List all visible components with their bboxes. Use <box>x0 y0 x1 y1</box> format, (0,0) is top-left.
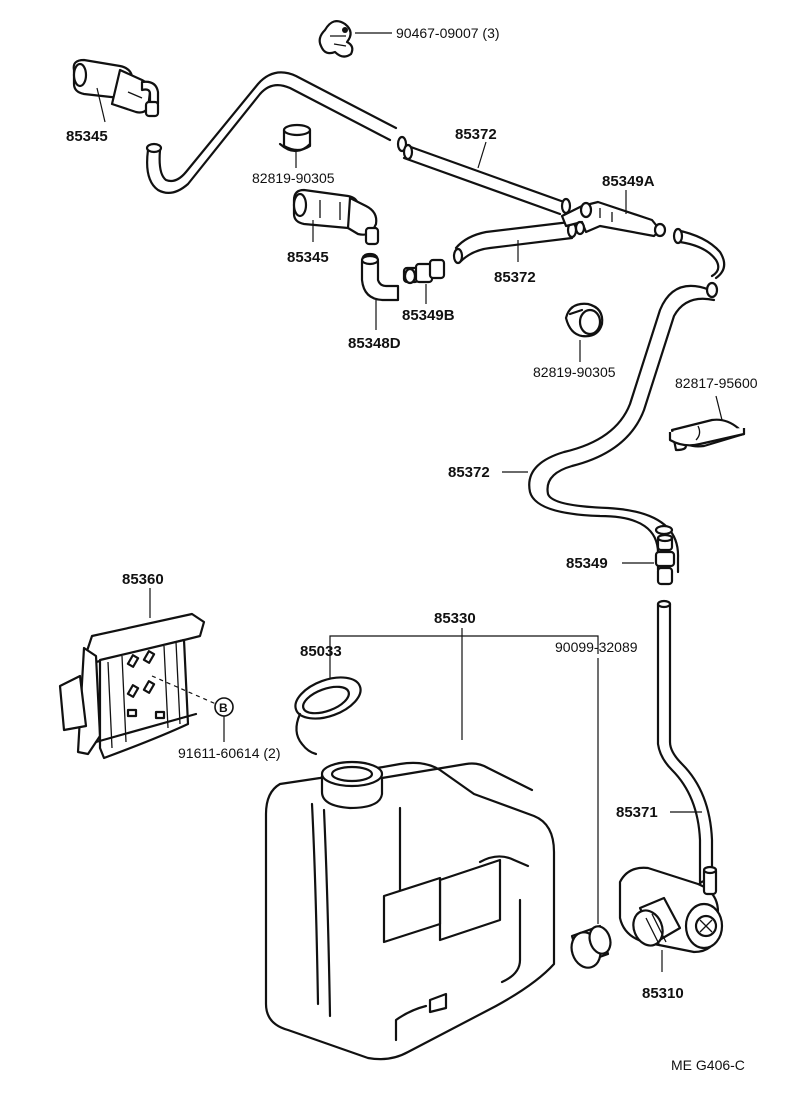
hose-85372-mid <box>452 220 578 265</box>
label-b-marker: B <box>219 701 228 715</box>
joint-85349 <box>654 533 676 586</box>
label-85349: 85349 <box>566 555 608 572</box>
grommet-90099 <box>570 924 612 969</box>
elbow-85348D <box>360 252 400 302</box>
pump-85310 <box>618 865 724 954</box>
label-85348D: 85348D <box>348 335 401 352</box>
label-82819-90305-mid: 82819-90305 <box>533 364 616 380</box>
cap-85033 <box>294 676 362 756</box>
clip-82817 <box>668 418 746 452</box>
label-85345-mid: 85345 <box>287 249 329 266</box>
bracket-85360 <box>58 612 206 760</box>
label-85330: 85330 <box>434 610 476 627</box>
label-90099-32089: 90099-32089 <box>555 639 638 655</box>
joint-85349A <box>560 200 667 238</box>
label-85372-mid: 85372 <box>494 269 536 286</box>
label-85345-top: 85345 <box>66 128 108 145</box>
tank-85330 <box>264 760 556 1061</box>
figure-code: ME G406-C <box>671 1057 745 1073</box>
joint-85349B <box>402 258 446 285</box>
label-85372-low: 85372 <box>448 464 490 481</box>
clamp-82819-top <box>278 123 312 153</box>
clamp-82819-mid <box>564 302 604 338</box>
hose-85372-upper <box>145 71 572 216</box>
label-85372-top: 85372 <box>455 126 497 143</box>
label-85371: 85371 <box>616 804 658 821</box>
clip-90467 <box>318 19 354 58</box>
label-82819-90305-top: 82819-90305 <box>252 170 335 186</box>
label-85349B: 85349B <box>402 307 455 324</box>
nozzle-85345-top <box>72 58 160 118</box>
label-85360: 85360 <box>122 571 164 588</box>
label-85033: 85033 <box>300 643 342 660</box>
hose-85371 <box>656 599 714 889</box>
label-91611-60614: 91611-60614 (2) <box>178 745 280 761</box>
label-90467-09007: 90467-09007 (3) <box>396 25 500 41</box>
hose-85372-lower <box>528 227 726 574</box>
label-85310: 85310 <box>642 985 684 1002</box>
nozzle-85345-mid <box>292 188 380 246</box>
label-82817-95600: 82817-95600 <box>675 375 758 391</box>
label-85349A: 85349A <box>602 173 655 190</box>
